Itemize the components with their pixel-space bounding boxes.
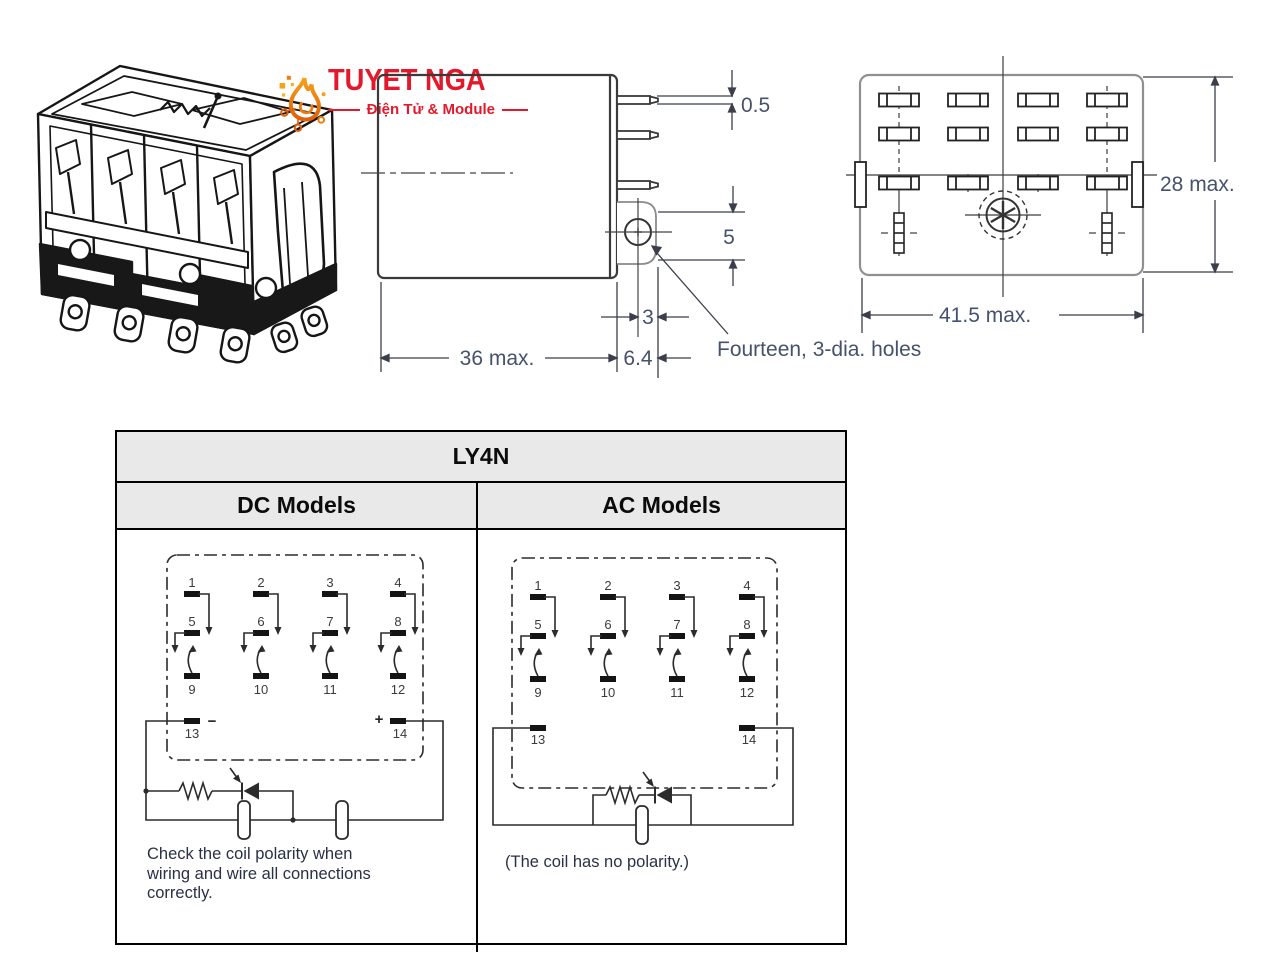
svg-text:12: 12 — [391, 682, 405, 697]
svg-text:5: 5 — [188, 614, 195, 629]
ac-boundary — [511, 557, 778, 789]
relay-illustration — [36, 64, 338, 364]
dim-pin-pitch: 5 — [723, 226, 735, 249]
svg-text:8: 8 — [394, 614, 401, 629]
dc-models-header: DC Models — [237, 492, 356, 518]
svg-text:10: 10 — [254, 682, 268, 697]
svg-text:7: 7 — [326, 614, 333, 629]
socket-screw — [978, 190, 1028, 240]
dim-hole-offset: 3 — [642, 306, 654, 329]
dim-flange-depth: 6.4 — [623, 347, 653, 370]
dc-minus-sign: − — [208, 713, 217, 730]
dim-socket-width: 41.5 max. — [939, 304, 1031, 327]
svg-text:3: 3 — [326, 575, 333, 590]
ac-caption: (The coil has no polarity.) — [505, 853, 690, 871]
vendor-logo: TUYET NGA Điện Tử & Module — [278, 64, 528, 142]
dim-socket-height: 28 max. — [1160, 173, 1235, 196]
svg-text:10: 10 — [601, 685, 615, 700]
ac-models-header: AC Models — [476, 483, 845, 528]
svg-text:1: 1 — [188, 575, 195, 590]
dc-terminal-numbers: 1 2 3 4 5 6 7 8 9 10 11 12 13 14 — [185, 575, 407, 741]
dc-boundary — [166, 554, 424, 761]
svg-text:14: 14 — [742, 732, 756, 747]
svg-text:4: 4 — [743, 578, 750, 593]
svg-text:4: 4 — [394, 575, 401, 590]
ac-schematic: 1 2 3 4 5 6 7 8 9 10 11 12 13 14 — [492, 557, 794, 845]
socket-dimensions — [860, 75, 1233, 333]
holes-note: Fourteen, 3-dia. holes — [717, 338, 921, 361]
socket-coil-terminals — [893, 212, 1113, 254]
socket-view: 28 max. 41.5 max. — [846, 56, 1235, 333]
svg-text:6: 6 — [604, 617, 611, 632]
side-view-pins — [616, 95, 659, 190]
svg-text:11: 11 — [670, 685, 684, 700]
dc-plus-sign: + — [375, 711, 384, 728]
relay-side-body — [376, 73, 619, 280]
svg-text:12: 12 — [740, 685, 754, 700]
svg-text:13: 13 — [185, 726, 199, 741]
dim-pin-thickness: 0.5 — [741, 94, 770, 117]
svg-text:9: 9 — [188, 682, 195, 697]
dc-coil-circuit — [143, 720, 444, 840]
svg-text:11: 11 — [323, 682, 337, 697]
svg-text:3: 3 — [673, 578, 680, 593]
dc-schematic-cell: 1 2 3 4 5 6 7 8 9 10 11 12 13 14 — [117, 530, 476, 943]
svg-text:7: 7 — [673, 617, 680, 632]
side-view-dimensions — [379, 70, 745, 378]
dc-caption: Check the coil polarity when wiring and … — [147, 845, 371, 902]
tagline-dash-left — [327, 108, 360, 111]
svg-text:6: 6 — [257, 614, 264, 629]
svg-text:8: 8 — [743, 617, 750, 632]
flame-icon — [279, 75, 326, 133]
tagline-dash-right — [502, 108, 528, 111]
ac-schematic-cell: 1 2 3 4 5 6 7 8 9 10 11 12 13 14 — [476, 530, 845, 943]
svg-text:5: 5 — [534, 617, 541, 632]
table-title: LY4N — [117, 432, 845, 483]
dc-schematic: 1 2 3 4 5 6 7 8 9 10 11 12 13 14 — [143, 554, 444, 840]
socket-slot-row2 — [878, 126, 1128, 142]
socket-slot-row1 — [878, 92, 1128, 108]
table-divider-tick — [476, 945, 478, 952]
socket-slot-row3 — [878, 175, 1128, 191]
svg-text:2: 2 — [257, 575, 264, 590]
svg-text:2: 2 — [604, 578, 611, 593]
dimension-drawings: 0.5 5 3 6.4 36 max. Fourteen, 3-dia. hol… — [361, 56, 1235, 378]
svg-text:1: 1 — [534, 578, 541, 593]
ac-terminal-numbers: 1 2 3 4 5 6 7 8 9 10 11 12 13 14 — [531, 578, 756, 747]
svg-text:9: 9 — [534, 685, 541, 700]
svg-text:14: 14 — [393, 726, 407, 741]
brand-name: TUYET NGA — [327, 62, 486, 97]
dim-body-width: 36 max. — [460, 347, 535, 370]
model-table: LY4N DC Models AC Models — [115, 430, 847, 945]
brand-tagline: Điện Tử & Module — [366, 101, 495, 118]
svg-text:13: 13 — [531, 732, 545, 747]
ac-coil-circuit — [492, 727, 794, 845]
relay-pins — [59, 293, 329, 364]
